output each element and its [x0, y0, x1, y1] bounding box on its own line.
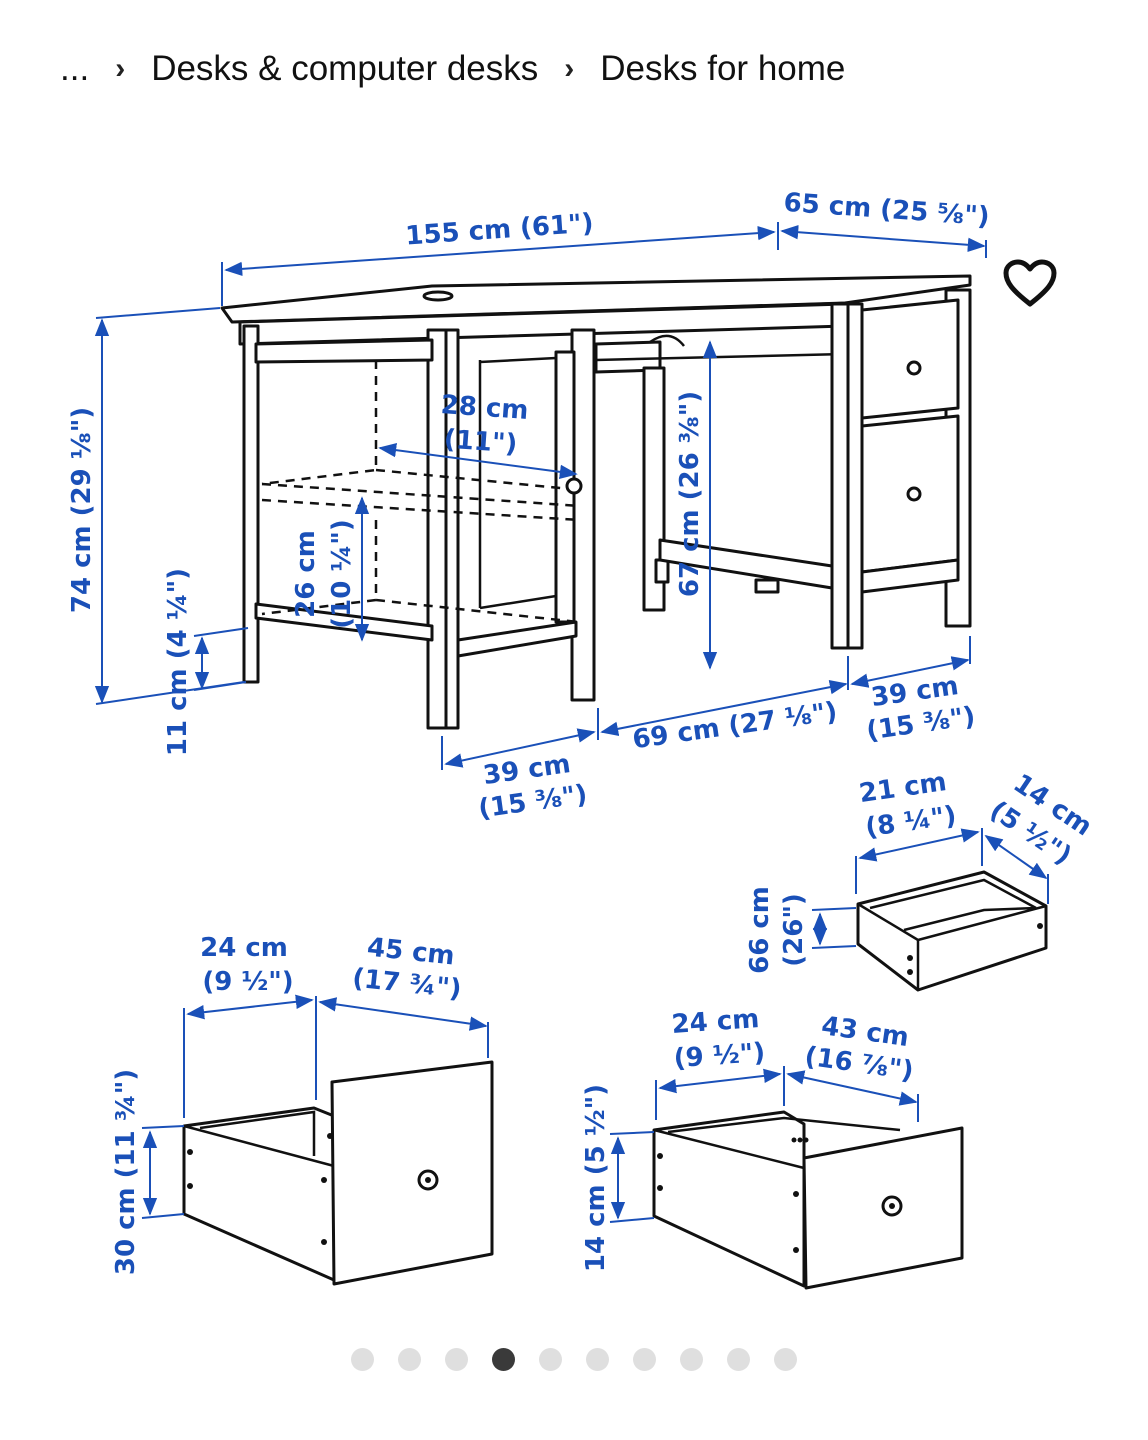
dim-desk-width: 155 cm (61") [404, 208, 594, 251]
heart-icon [1003, 259, 1057, 307]
dim-large-drawer-width-inches: (9 ½") [202, 967, 293, 997]
dim-desk-height: 74 cm (29 ⅛") [67, 407, 97, 613]
dim-small-drawer-width-inches: (9 ½") [673, 1038, 766, 1074]
dim-shelf-height-inches: (10 ¼") [327, 519, 357, 628]
dim-shelf-depth-inches: (11") [443, 424, 518, 459]
carousel-dot-3[interactable] [445, 1348, 468, 1371]
breadcrumb-desks-for-home[interactable]: Desks for home [600, 49, 846, 88]
carousel-dot-2[interactable] [398, 1348, 421, 1371]
small-drawer-illustration [652, 1110, 964, 1290]
breadcrumb-more[interactable]: ... [60, 49, 90, 88]
carousel-dot-9[interactable] [727, 1348, 750, 1371]
dim-shelf-height: 26 cm [291, 530, 321, 618]
carousel-dot-4[interactable] [492, 1348, 515, 1371]
carousel-dot-8[interactable] [680, 1348, 703, 1371]
desk-illustration [220, 274, 972, 730]
dim-large-drawer-width: 24 cm [200, 933, 288, 963]
breadcrumb: ... › Desks & computer desks › Desks for… [60, 44, 845, 94]
breadcrumb-desks-computer-desks[interactable]: Desks & computer desks [151, 49, 539, 88]
carousel-dot-5[interactable] [539, 1348, 562, 1371]
dim-small-drawer-height: 14 cm (5 ½") [581, 1084, 611, 1272]
large-drawer-illustration [182, 1060, 494, 1286]
dim-floor-clearance: 11 cm (4 ¼") [163, 568, 193, 756]
dimension-drawing: 155 cm (61") 65 cm (25 ⅝") 74 cm (29 ⅛")… [67, 188, 1097, 1290]
chevron-right-icon: › [115, 52, 126, 85]
dim-large-drawer-height: 30 cm (11 ¾") [111, 1069, 141, 1275]
dim-desk-depth: 65 cm (25 ⅝") [783, 188, 991, 232]
product-dimension-image[interactable]: 155 cm (61") 65 cm (25 ⅝") 74 cm (29 ⅛")… [0, 140, 1148, 1330]
tray-drawer-illustration [856, 870, 1048, 992]
dimension-lines [94, 222, 1049, 1223]
dim-knee-height: 67 cm (26 ⅜") [675, 391, 705, 597]
carousel-dot-6[interactable] [586, 1348, 609, 1371]
carousel-dot-7[interactable] [633, 1348, 656, 1371]
chevron-right-icon: › [564, 52, 575, 85]
dim-shelf-depth: 28 cm [440, 390, 530, 426]
dim-tray-height: 66 cm [745, 886, 775, 974]
carousel-dot-10[interactable] [774, 1348, 797, 1371]
dim-small-drawer-width: 24 cm [671, 1004, 761, 1040]
image-carousel-pagination [0, 1348, 1148, 1378]
dim-tray-height-inches: (26") [779, 893, 809, 967]
dim-tray-width-inches: (8 ¼") [864, 801, 959, 843]
carousel-dot-1[interactable] [351, 1348, 374, 1371]
favorite-button[interactable] [1002, 258, 1058, 310]
